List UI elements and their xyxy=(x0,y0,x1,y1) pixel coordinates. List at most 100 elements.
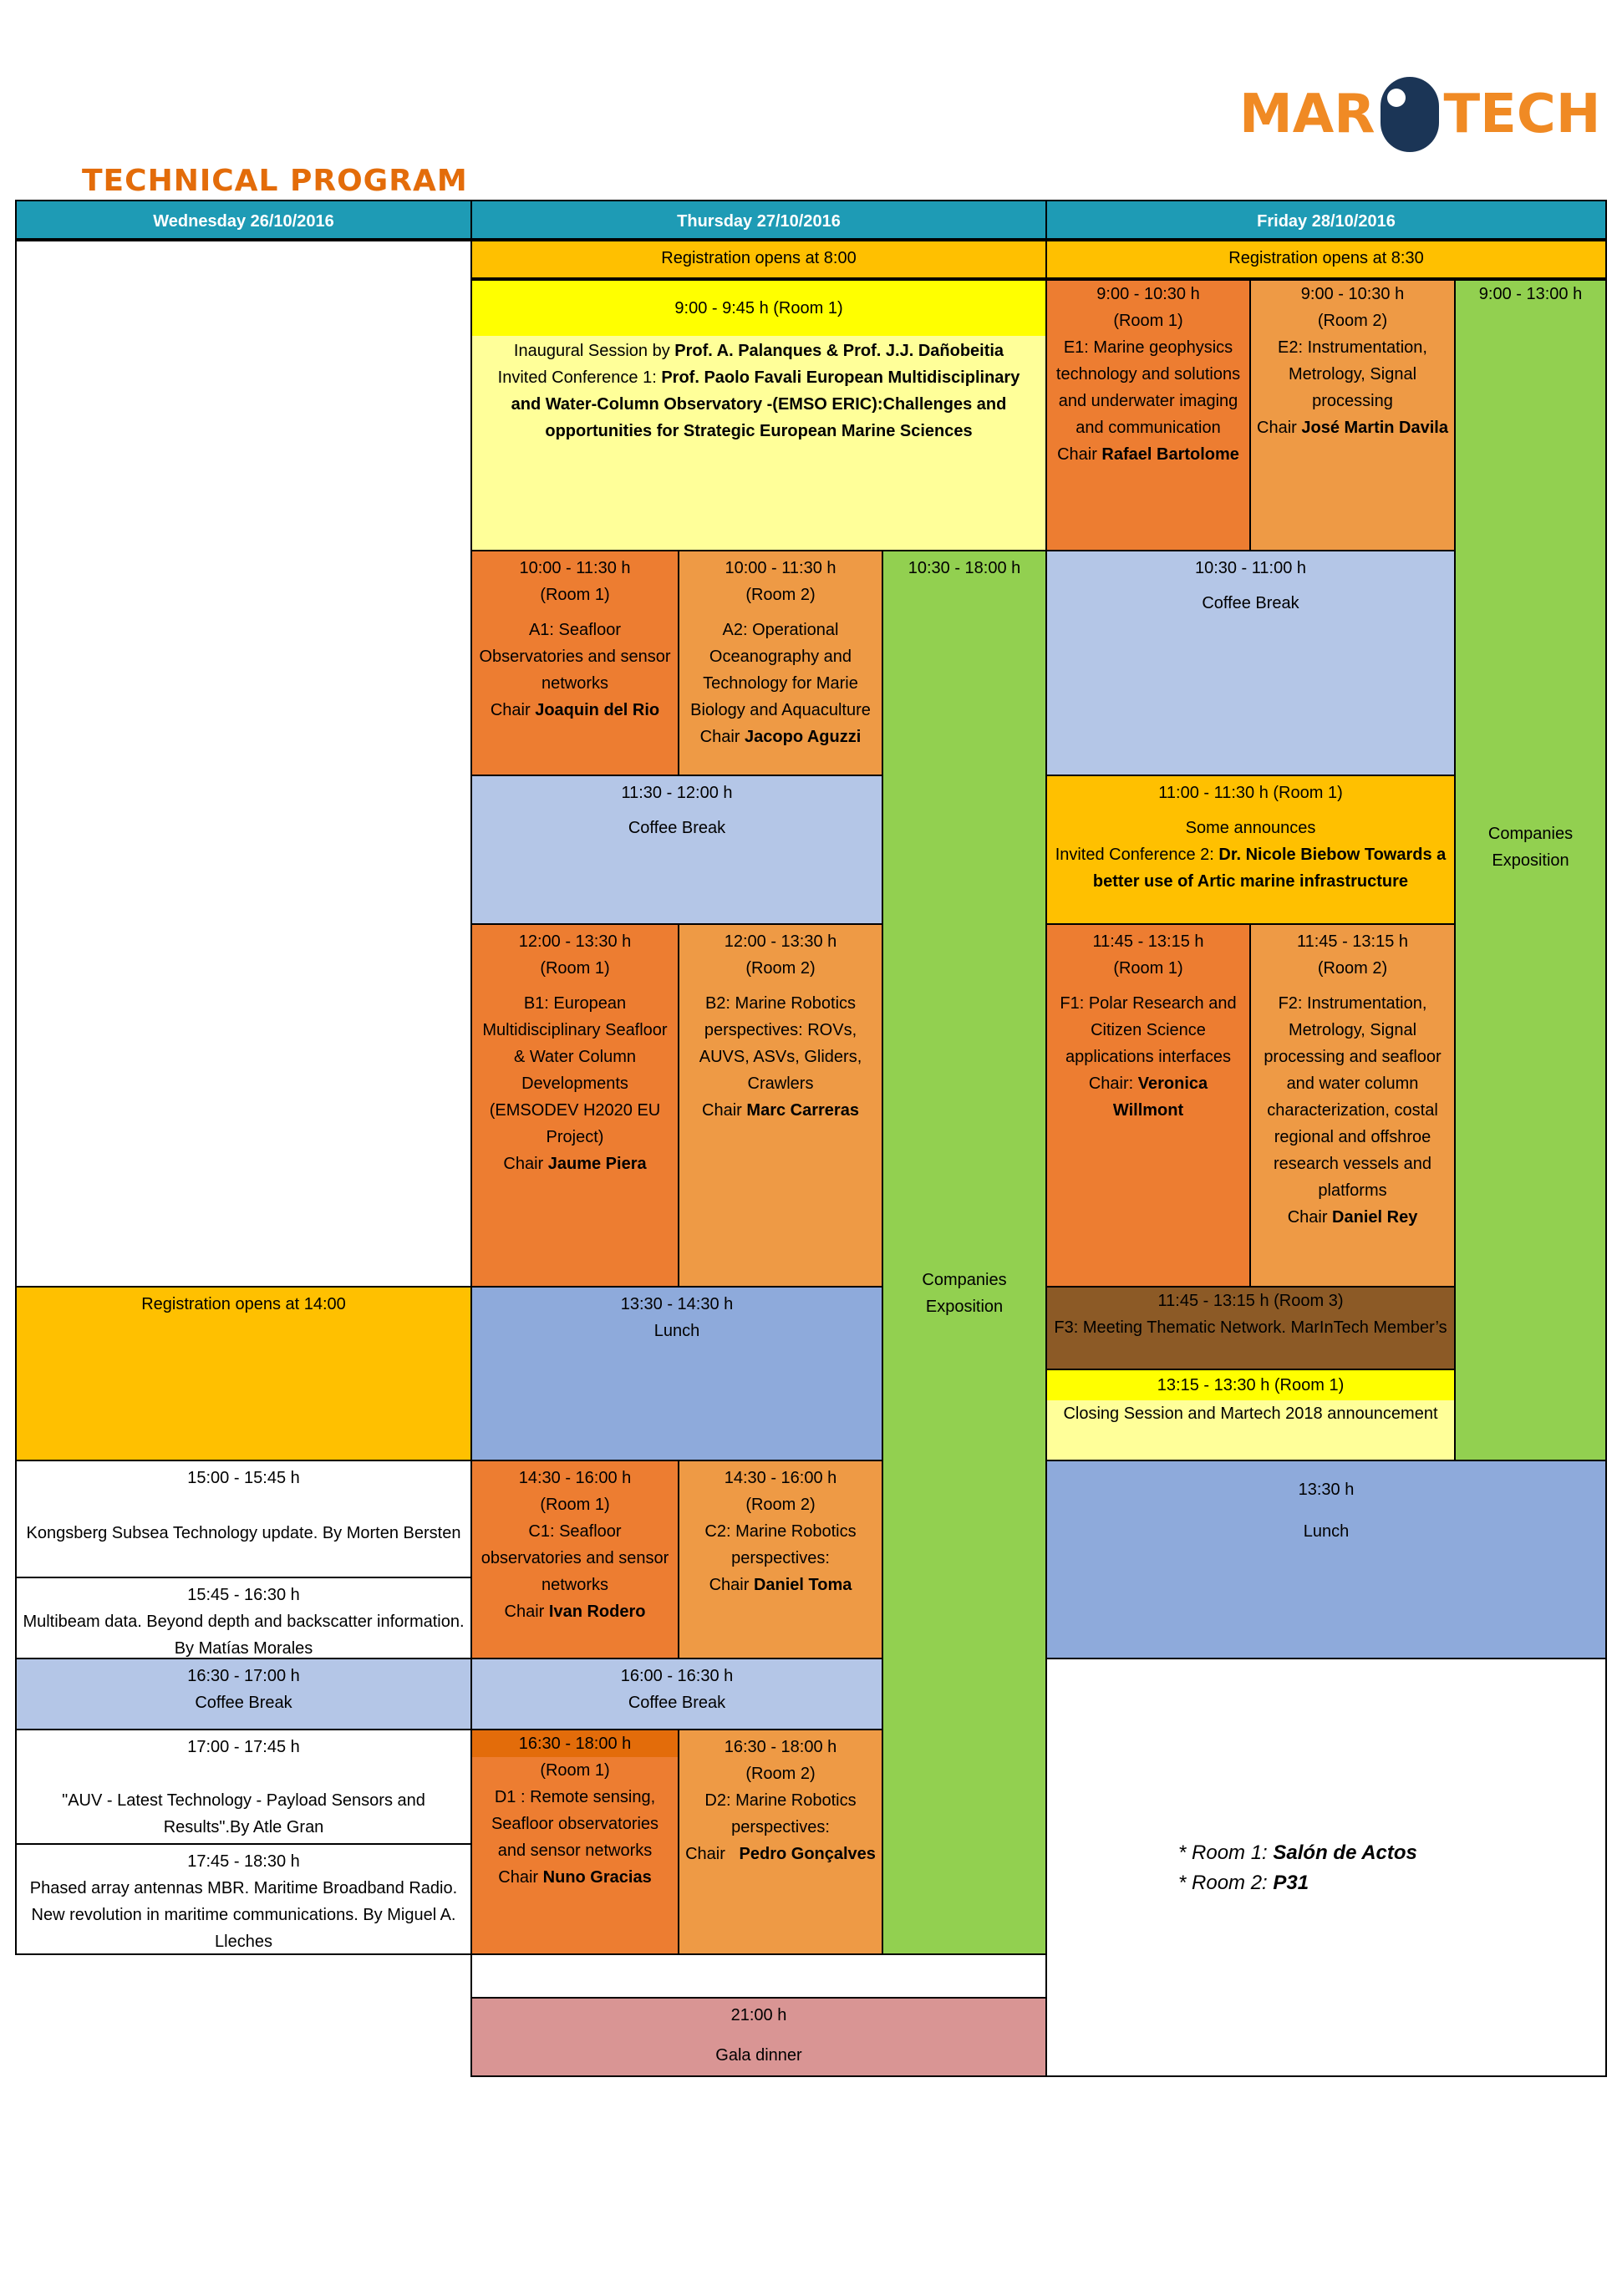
text: Invited Conference 2: xyxy=(1055,846,1219,864)
thu-session-a2: 10:00 - 11:30 h(Room 2)A2: Operational O… xyxy=(678,550,883,776)
room: (Room 2) xyxy=(1317,959,1388,978)
note-value: Salón de Actos xyxy=(1273,1841,1417,1864)
wed-empty xyxy=(15,240,472,1288)
fri-closing-session: 13:15 - 13:30 h (Room 1)Closing Session … xyxy=(1045,1369,1456,1461)
page-title: TECHNICAL PROGRAM xyxy=(82,164,468,198)
chair-label: Chair xyxy=(699,728,745,746)
room: (Room 2) xyxy=(745,1765,816,1783)
thu-coffee-break-1: 11:30 - 12:00 h Coffee Break xyxy=(470,775,883,925)
logo-eye-icon xyxy=(1380,77,1439,152)
session-title: E1: Marine geophysics technology and sol… xyxy=(1055,338,1241,437)
session-title: D2: Marine Robotics perspectives: xyxy=(704,1791,857,1836)
thu-session-a1: 10:00 - 11:30 h(Room 1)A1: Seafloor Obse… xyxy=(470,550,679,776)
chair-name: Veronica Willmont xyxy=(1112,1074,1208,1120)
chair-name: Rafael Bartolome xyxy=(1101,445,1239,464)
time: 16:30 - 17:00 h xyxy=(187,1667,300,1685)
label: Companies Exposition xyxy=(922,1271,1007,1316)
label: Companies Exposition xyxy=(1487,825,1574,870)
chair-name: Joaquin del Rio xyxy=(535,701,660,719)
logo-text-left: MAR xyxy=(1239,84,1375,145)
chair-name: José Martin Davila xyxy=(1301,419,1448,437)
chair-name: Pedro Gonçalves xyxy=(739,1845,876,1863)
chair-name: Jaume Piera xyxy=(547,1155,647,1173)
room: (Room 2) xyxy=(745,1496,816,1514)
room: (Room 1) xyxy=(540,1496,610,1514)
room: (Room 1) xyxy=(1113,959,1183,978)
time: 10:30 - 18:00 h xyxy=(908,559,1021,577)
session-title: C2: Marine Robotics perspectives: xyxy=(704,1522,857,1567)
wed-talk-3: 17:00 - 17:45 h"AUV - Latest Technology … xyxy=(15,1729,472,1845)
session-title: B1: European Multidisciplinary Seafloor … xyxy=(482,994,668,1146)
thu-registration: Registration opens at 8:00 xyxy=(470,240,1047,281)
time: 9:00 - 10:30 h xyxy=(1300,285,1405,303)
day-header-wednesday: Wednesday 26/10/2016 xyxy=(15,200,472,241)
fri-session-f1: 11:45 - 13:15 h(Room 1)F1: Polar Researc… xyxy=(1045,923,1251,1288)
time: 14:30 - 16:00 h xyxy=(518,1469,632,1487)
chair-name: Daniel Toma xyxy=(753,1576,852,1594)
chair-label: Chair xyxy=(504,1603,549,1621)
time: 11:45 - 13:15 h (Room 3) xyxy=(1157,1292,1344,1310)
label: Coffee Break xyxy=(628,819,726,837)
room-note-2: * Room 2: P31 xyxy=(1178,1868,1417,1898)
time: 14:30 - 16:00 h xyxy=(724,1469,837,1487)
chair-label: Chair: xyxy=(1088,1074,1138,1093)
text: Some announces xyxy=(1185,819,1316,837)
chair-label: Chair xyxy=(685,1845,740,1863)
room: (Room 1) xyxy=(1113,312,1183,330)
label: Closing Session and Martech 2018 announc… xyxy=(1063,1405,1438,1423)
fri-coffee-break: 10:30 - 11:00 h Coffee Break xyxy=(1045,550,1456,776)
chair-label: Chair xyxy=(503,1155,548,1173)
session-title: B2: Marine Robotics perspectives: ROVs, … xyxy=(699,994,862,1093)
fri-registration: Registration opens at 8:30 xyxy=(1045,240,1607,281)
time: 11:45 - 13:15 h xyxy=(1296,932,1409,951)
session-title: E2: Instrumentation, Metrology, Signal p… xyxy=(1278,338,1427,410)
label: Lunch xyxy=(653,1322,700,1340)
talk-text: Kongsberg Subsea Technology update. By M… xyxy=(26,1524,461,1542)
time: 16:30 - 18:00 h xyxy=(724,1738,837,1756)
fri-room-notes-box xyxy=(1045,1658,1607,2077)
time: 11:30 - 12:00 h xyxy=(621,784,733,802)
time: 10:00 - 11:30 h xyxy=(519,559,631,577)
session-title: A2: Operational Oceanography and Technol… xyxy=(690,621,871,719)
wed-registration: Registration opens at 14:00 xyxy=(15,1286,472,1461)
room: (Room 2) xyxy=(745,959,816,978)
time: 9:00 - 13:00 h xyxy=(1478,285,1583,303)
room-legend: * Room 1: Salón de Actos * Room 2: P31 xyxy=(1178,1838,1417,1898)
thu-companies-exposition: 10:30 - 18:00 h Companies Exposition xyxy=(882,550,1047,1955)
day-header-thursday: Thursday 27/10/2016 xyxy=(470,200,1047,241)
time: 15:45 - 16:30 h xyxy=(187,1586,300,1604)
thu-session-b1: 12:00 - 13:30 h(Room 1)B1: European Mult… xyxy=(470,923,679,1288)
time: 12:00 - 13:30 h xyxy=(724,932,837,951)
fri-session-e2: 9:00 - 10:30 h(Room 2)E2: Instrumentatio… xyxy=(1249,279,1456,551)
time: 16:00 - 16:30 h xyxy=(620,1667,734,1685)
note-value: P31 xyxy=(1273,1872,1309,1894)
thu-session-d1: 16:30 - 18:00 h(Room 1)D1 : Remote sensi… xyxy=(470,1729,679,1955)
chair-label: Chair xyxy=(490,701,536,719)
time: 11:45 - 13:15 h xyxy=(1092,932,1204,951)
thu-session-d2: 16:30 - 18:00 h (Room 2) D2: Marine Roboti… xyxy=(678,1729,883,1955)
time: 12:00 - 13:30 h xyxy=(518,932,632,951)
time: 21:00 h xyxy=(730,2006,787,2024)
fri-session-f3: 11:45 - 13:15 h (Room 3)F3: Meeting Them… xyxy=(1045,1286,1456,1370)
time: 17:00 - 17:45 h xyxy=(187,1738,300,1756)
time: 16:30 - 18:00 h xyxy=(472,1730,678,1757)
time: 10:30 - 11:00 h xyxy=(1194,559,1307,577)
fri-session-e1: 9:00 - 10:30 h(Room 1)E1: Marine geophys… xyxy=(1045,279,1251,551)
conference-title: Dr. Nicole Biebow Towards a better use o… xyxy=(1092,846,1447,891)
room-note-1: * Room 1: Salón de Actos xyxy=(1178,1838,1417,1868)
note-prefix: * Room 2: xyxy=(1178,1872,1274,1894)
logo-text-right: TECH xyxy=(1443,84,1601,145)
label: Coffee Break xyxy=(1202,594,1299,612)
chair-label: Chair xyxy=(709,1576,754,1594)
time: 17:45 - 18:30 h xyxy=(187,1852,300,1871)
text: Invited Conference 1: xyxy=(497,368,662,387)
fri-companies-exposition: 9:00 - 13:00 h Companies Exposition xyxy=(1454,279,1607,1461)
chair-label: Chair xyxy=(1257,419,1302,437)
